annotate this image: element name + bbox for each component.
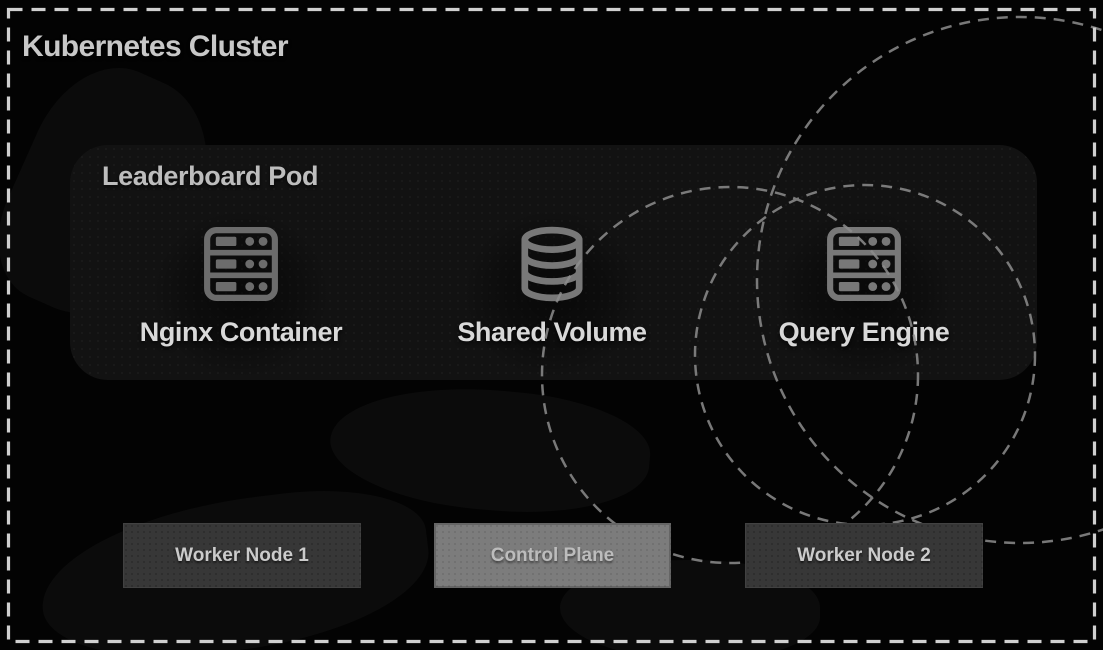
node-worker-2: Worker Node 2 <box>745 523 983 588</box>
pod-item-query-engine: Query Engine <box>714 225 1014 348</box>
pod-item-label: Shared Volume <box>457 317 647 347</box>
leaderboard-pod-container: Leaderboard Pod Nginx Container <box>70 145 1037 380</box>
pod-item-label: Query Engine <box>778 317 950 347</box>
cluster-title: Kubernetes Cluster <box>22 30 289 63</box>
server-icon <box>827 227 901 301</box>
node-worker-1: Worker Node 1 <box>123 523 361 588</box>
pod-item-nginx-container: Nginx Container <box>91 225 391 348</box>
pod-item-label: Nginx Container <box>139 317 343 347</box>
node-control-plane: Control Plane <box>434 523 671 588</box>
node-label: Control Plane <box>490 544 615 566</box>
pod-item-shared-volume: Shared Volume <box>402 225 702 348</box>
node-label: Worker Node 1 <box>175 544 309 566</box>
server-icon <box>204 227 278 301</box>
node-label: Worker Node 2 <box>797 544 931 566</box>
database-icon <box>521 226 583 302</box>
